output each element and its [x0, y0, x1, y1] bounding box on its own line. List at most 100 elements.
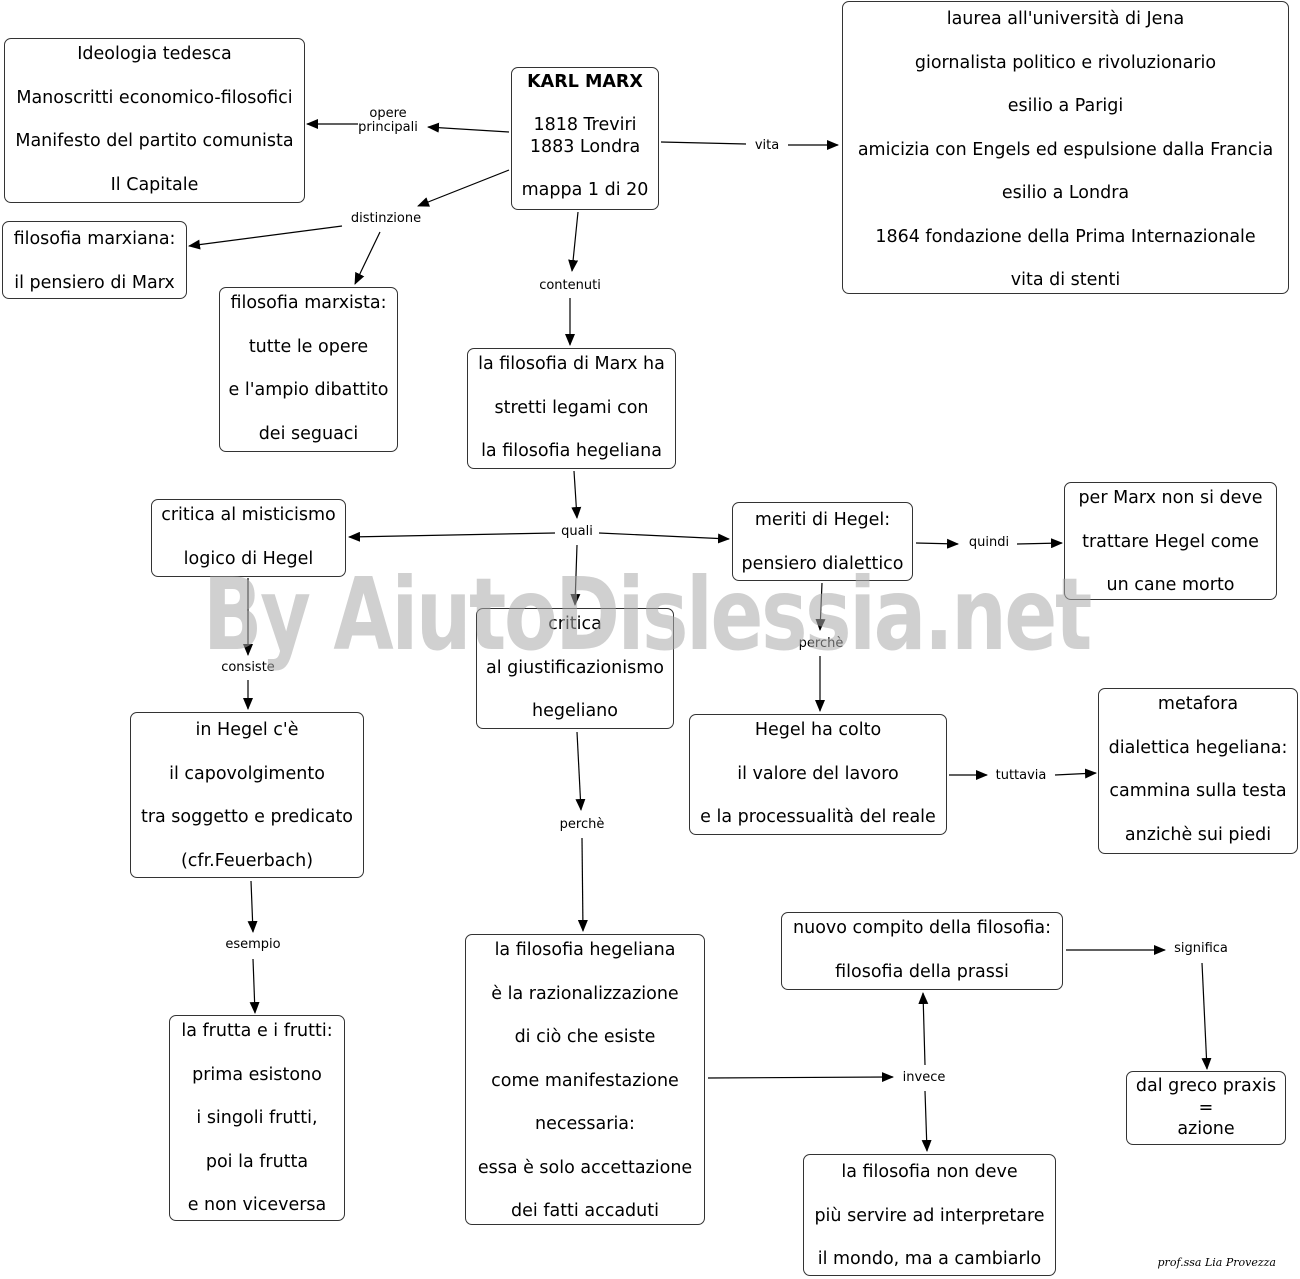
node-critica-giustificazionismo: critica al giustificazionismo hegeliano	[476, 608, 674, 729]
label-perche-giustificazionismo: perchè	[559, 817, 605, 832]
node-critica-misticismo: critica al misticismo logico di Hegel	[151, 499, 346, 577]
node-cambiarlo: la filosofia non deve più servire ad int…	[803, 1154, 1056, 1276]
node-line: 1883 Londra	[529, 136, 641, 157]
node-praxis: dal greco praxis = azione	[1126, 1071, 1286, 1145]
node-line: vita di stenti	[1010, 270, 1121, 290]
node-line: più servire ad interpretare	[814, 1205, 1045, 1226]
node-karl-marx: KARL MARX 1818 Treviri 1883 Londra mappa…	[511, 67, 659, 210]
node-line: trattare Hegel come	[1082, 531, 1259, 552]
node-vita: laurea all'università di Jena giornalist…	[842, 1, 1289, 294]
node-line: il mondo, ma a cambiarlo	[817, 1249, 1042, 1269]
node-line: hegeliano	[532, 701, 618, 721]
node-line: dei seguaci	[258, 423, 359, 444]
node-line: e l'ampio dibattito	[228, 380, 389, 400]
label-contenuti: contenuti	[539, 278, 601, 293]
node-line: il valore del lavoro	[737, 763, 899, 784]
node-meriti-hegel: meriti di Hegel: pensiero dialettico	[732, 502, 913, 581]
node-karl-marx-title: KARL MARX	[527, 72, 643, 92]
node-line: stretti legami con	[494, 397, 649, 418]
node-line: tra soggetto e predicato	[140, 807, 354, 827]
node-line: e non viceversa	[187, 1195, 327, 1215]
node-line: la frutta e i frutti:	[181, 1021, 333, 1041]
node-opere-principali: Ideologia tedesca Manoscritti economico-…	[4, 38, 305, 203]
node-line: come manifestazione	[491, 1070, 679, 1091]
edge-distinzione-marxista	[354, 231, 381, 285]
node-filosofia-marxista: filosofia marxista: tutte le opere e l'a…	[219, 287, 398, 452]
label-esempio: esempio	[225, 937, 281, 952]
node-line: laurea all'università di Jena	[946, 9, 1185, 29]
node-line: (cfr.Feuerbach)	[180, 850, 314, 871]
edge-marx-contenuti	[568, 211, 579, 272]
node-razionalizzazione: la filosofia hegeliana è la razionalizza…	[465, 934, 705, 1225]
node-metafora: metafora dialettica hegeliana: cammina s…	[1098, 688, 1298, 854]
edge-meriti-quindi	[915, 538, 959, 549]
node-valore-lavoro: Hegel ha colto il valore del lavoro e la…	[689, 714, 947, 835]
node-line: il pensiero di Marx	[14, 272, 175, 293]
node-line: Manoscritti economico-filosofici	[16, 87, 293, 108]
node-capovolgimento: in Hegel c'è il capovolgimento tra sogge…	[130, 712, 364, 878]
label-significa: significa	[1174, 941, 1228, 956]
author-signature: prof.ssa Lia Provezza	[1157, 1256, 1276, 1269]
node-line: =	[1198, 1097, 1214, 1118]
label-invece: invece	[902, 1070, 946, 1085]
node-line: filosofia della prassi	[835, 961, 1009, 982]
node-line: il capovolgimento	[169, 763, 325, 784]
label-distinzione: distinzione	[350, 211, 422, 226]
node-line: in Hegel c'è	[195, 720, 299, 740]
node-line: anzichè sui piedi	[1124, 824, 1272, 845]
edge-quali-meriti	[598, 532, 730, 544]
node-cane-morto: per Marx non si deve trattare Hegel come…	[1064, 482, 1277, 600]
edge-marx-opere	[427, 122, 510, 133]
node-line: la filosofia di Marx ha	[478, 354, 665, 374]
node-line: Hegel ha colto	[754, 720, 882, 740]
node-line: la filosofia non deve	[841, 1162, 1018, 1182]
node-line	[512, 94, 658, 116]
node-line: di ciò che esiste	[514, 1027, 656, 1047]
node-line: mappa 1 di 20	[521, 179, 649, 200]
edge-quindi-canemorto	[1016, 538, 1063, 549]
node-line: Il Capitale	[110, 174, 199, 195]
node-line: esilio a Londra	[1001, 183, 1130, 203]
node-line	[512, 158, 658, 180]
node-line: amicizia con Engels ed espulsione dalla …	[857, 139, 1274, 160]
edge-giustificazionismo-perche	[575, 731, 586, 811]
node-line: esilio a Parigi	[1007, 96, 1124, 116]
node-line: tutte le opere	[248, 336, 369, 357]
node-line: 1818 Treviri	[533, 115, 637, 135]
node-line: metafora	[1157, 694, 1239, 714]
node-line: filosofia marxiana:	[13, 229, 176, 249]
edge-marx-distinzione	[417, 169, 510, 207]
node-line: la filosofia hegeliana	[494, 940, 676, 960]
node-line: azione	[1177, 1119, 1235, 1139]
edge-meriti-perche	[815, 582, 826, 631]
node-line: è la razionalizzazione	[491, 983, 679, 1004]
label-perche-meriti: perchè	[798, 636, 844, 651]
node-frutta: la frutta e i frutti: prima esistono i s…	[169, 1015, 345, 1221]
node-line: critica	[548, 614, 602, 634]
node-line: filosofia marxista:	[230, 293, 387, 313]
node-filosofia-marxiana: filosofia marxiana: il pensiero di Marx	[2, 221, 187, 299]
label-line: principali	[358, 120, 418, 135]
node-legami-hegel: la filosofia di Marx ha stretti legami c…	[467, 348, 676, 469]
label-consiste: consiste	[221, 660, 275, 675]
node-line: necessaria:	[535, 1114, 635, 1134]
node-line: Ideologia tedesca	[77, 44, 232, 64]
label-quindi: quindi	[968, 535, 1010, 550]
edge-invece-prassi	[918, 992, 929, 1066]
node-line: prima esistono	[192, 1064, 322, 1085]
edge-significa-praxis	[1201, 962, 1212, 1070]
node-line: critica al misticismo	[161, 505, 336, 525]
edge-invece-cambiarlo	[921, 1090, 932, 1152]
node-line: 1864 fondazione della Prima Internaziona…	[875, 226, 1256, 247]
node-line: dialettica hegeliana:	[1108, 737, 1288, 758]
edge-tuttavia-metafora	[1054, 768, 1097, 779]
node-line: dal greco praxis	[1135, 1076, 1277, 1096]
label-vita: vita	[754, 138, 780, 153]
node-line: logico di Hegel	[183, 548, 314, 569]
edge-quali-misticismo	[348, 531, 556, 542]
edge-esempio-frutta	[249, 958, 260, 1014]
node-filosofia-prassi: nuovo compito della filosofia: filosofia…	[781, 912, 1063, 990]
edge-quali-giustificazionismo	[570, 544, 581, 606]
node-line: al giustificazionismo	[486, 657, 664, 678]
